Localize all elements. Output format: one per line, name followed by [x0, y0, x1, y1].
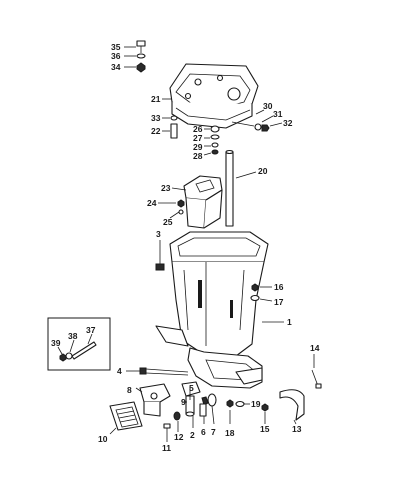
housing-nut: [250, 283, 260, 302]
callout-15: 15: [260, 424, 270, 434]
callout-16: 16: [274, 282, 284, 292]
callout-19: 19: [251, 399, 261, 409]
callout-28: 28: [193, 151, 203, 161]
callout-32: 32: [283, 118, 293, 128]
callout-9: 9: [181, 397, 186, 407]
callout-7: 7: [211, 427, 216, 437]
callout-30: 30: [263, 101, 273, 111]
callout-13: 13: [292, 424, 302, 434]
lower-nut: [226, 399, 245, 408]
callout-20: 20: [258, 166, 268, 176]
strap-nut: [261, 403, 269, 412]
callout-5: 5: [189, 383, 194, 393]
trim-tab: [109, 401, 143, 431]
callout-24: 24: [147, 198, 157, 208]
callout-29: 29: [193, 142, 203, 152]
callout-37: 37: [86, 325, 96, 335]
plate-side-bolt: [231, 121, 270, 132]
callout-8: 8: [127, 385, 132, 395]
callout-39: 39: [51, 338, 61, 348]
callout-6: 6: [201, 427, 206, 437]
callout-34: 34: [111, 62, 121, 72]
callout-17: 17: [274, 297, 284, 307]
tab-washer: [173, 411, 181, 421]
callout-10: 10: [98, 434, 108, 444]
inset-box: [47, 317, 111, 371]
callout-25: 25: [163, 217, 173, 227]
callout-1: 1: [287, 317, 292, 327]
callout-18: 18: [225, 428, 235, 438]
long-bolt: [139, 367, 189, 376]
callout-14: 14: [310, 343, 320, 353]
callout-23: 23: [161, 183, 171, 193]
tab-screw: [163, 423, 171, 436]
water-tube: [225, 149, 234, 227]
plate-pin: [170, 115, 178, 139]
anode-strap: [279, 389, 305, 421]
callout-38: 38: [68, 331, 78, 341]
callout-31: 31: [273, 109, 283, 119]
housing-plug: [155, 240, 165, 271]
callout-11: 11: [162, 443, 171, 453]
spacer-stack: [181, 381, 217, 417]
callout-27: 27: [193, 133, 203, 143]
callout-33: 33: [151, 113, 161, 123]
callout-3: 3: [156, 229, 161, 239]
callout-26: 26: [193, 124, 203, 134]
callout-4: 4: [117, 366, 122, 376]
callout-2: 2: [190, 430, 195, 440]
trim-tab-bracket: [139, 383, 171, 417]
callout-35: 35: [111, 42, 121, 52]
top-screw-stack: [136, 40, 146, 73]
strap-bolt: [311, 369, 322, 389]
callout-36: 36: [111, 51, 121, 61]
driveshaft-housing: [155, 231, 269, 389]
adapter-plate: [169, 63, 259, 129]
water-pickup-guide: [183, 175, 223, 229]
callout-21: 21: [151, 94, 161, 104]
grommet-stack: [210, 125, 220, 155]
guide-screw: [177, 199, 185, 215]
callout-22: 22: [151, 126, 161, 136]
inset-stud: [59, 341, 97, 362]
callout-12: 12: [174, 432, 184, 442]
